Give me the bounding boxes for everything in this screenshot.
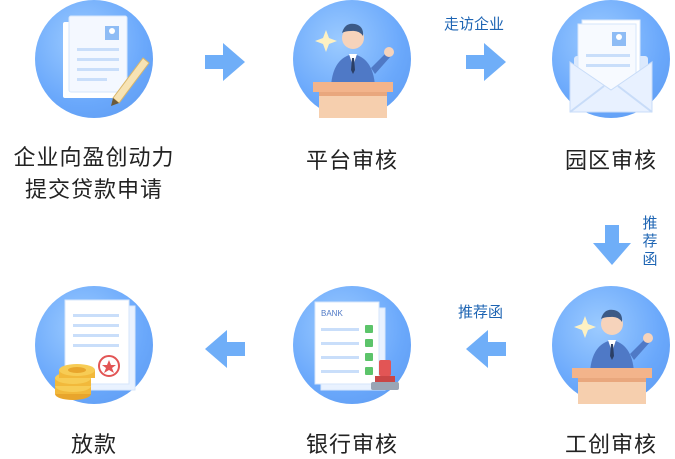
visit-note: 走访企业 xyxy=(444,15,505,33)
reviewer-podium-icon xyxy=(313,23,394,118)
park-label: 园区审核 xyxy=(564,149,657,174)
arrow-down-icon xyxy=(593,225,631,265)
recommend-down-note: 推荐函 xyxy=(642,214,658,268)
arrow-left-icon xyxy=(466,330,506,368)
recommend-left-note: 推荐函 xyxy=(458,303,504,321)
reviewer-podium-icon xyxy=(572,309,653,404)
bank-label: 银行审核 xyxy=(305,433,398,458)
apply-label-line1: 企业向盈创动力 xyxy=(13,146,175,171)
coins-contract-icon xyxy=(55,299,136,400)
arrow-right-icon xyxy=(466,43,506,81)
document-pen-icon xyxy=(63,15,150,106)
gongchuang-label: 工创审核 xyxy=(564,433,657,458)
bank-doc-title: BANK xyxy=(321,309,343,318)
envelope-letter-icon xyxy=(569,19,653,113)
apply-label-line2: 提交贷款申请 xyxy=(24,178,163,203)
arrow-right-icon xyxy=(205,43,245,81)
arrow-left-icon xyxy=(205,330,245,368)
apply-label: 企业向盈创动力 提交贷款申请 xyxy=(2,143,186,207)
bank-checklist-stamp-icon: BANK xyxy=(314,301,399,391)
platform-label: 平台审核 xyxy=(305,149,398,174)
loan-label: 放款 xyxy=(70,433,117,458)
